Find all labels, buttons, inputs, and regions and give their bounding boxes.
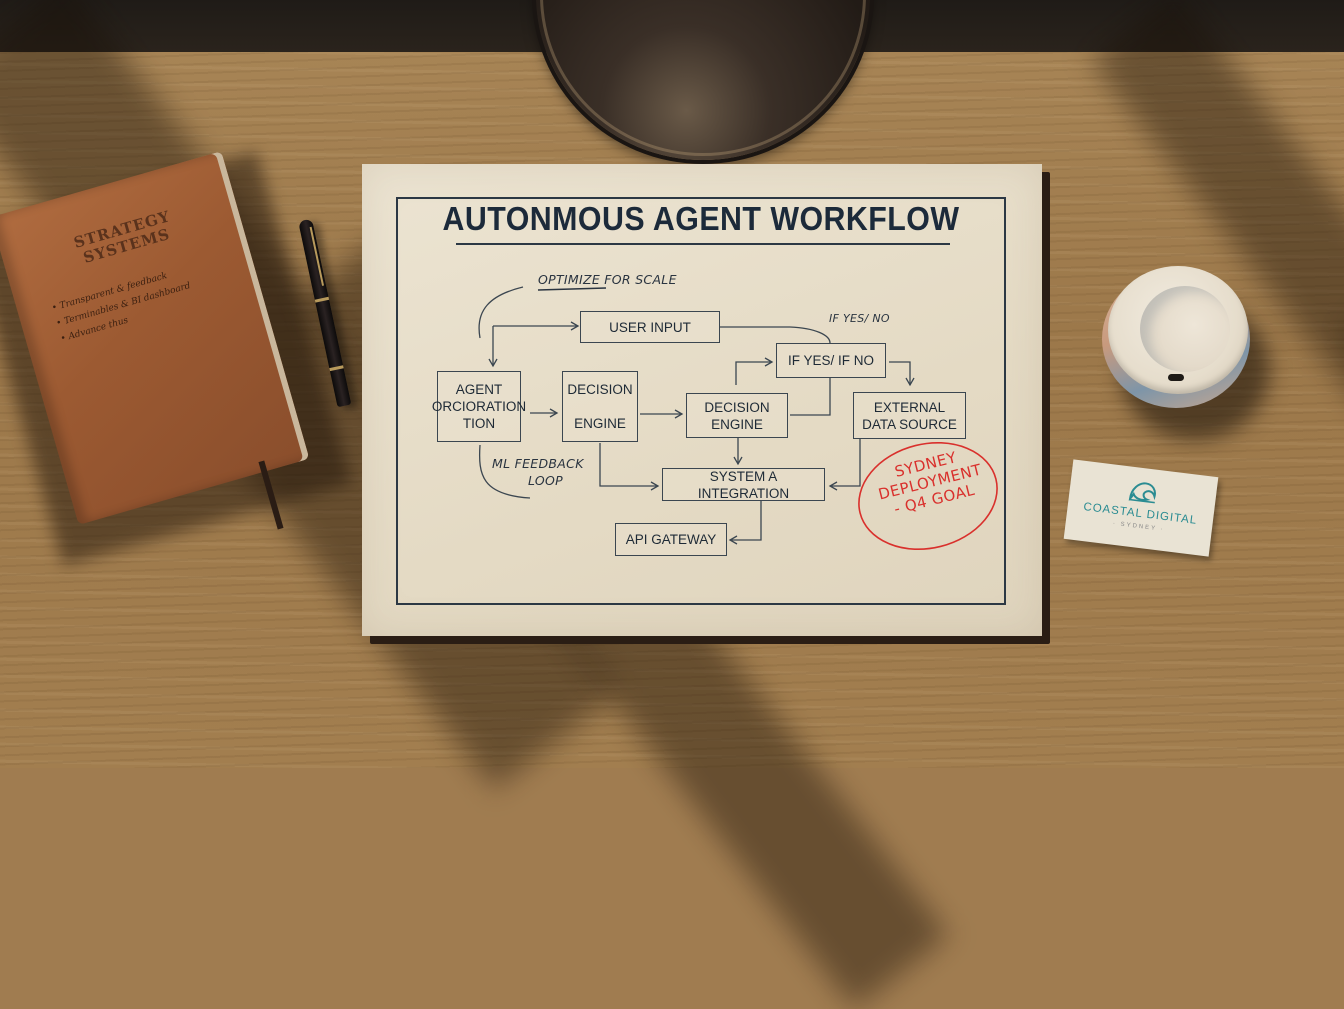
node-label-line: AGENT	[455, 382, 503, 397]
node-label-line: DECISION	[704, 399, 770, 415]
node-user-input: USER INPUT	[580, 311, 720, 343]
annotation-if-yes-no: IF YES/ NO	[829, 312, 890, 325]
node-label: USER INPUT	[609, 319, 691, 335]
annotation-optimize: OPTIMIZE	[538, 272, 601, 287]
node-decision-engine-1: DECISION ENGINE	[562, 371, 638, 442]
node-label-line: EXTERNAL	[873, 399, 946, 415]
node-external-data-source: EXTERNAL DATA SOURCE	[853, 392, 966, 439]
node-label: API GATEWAY	[625, 532, 717, 547]
node-label-line: ENGINE	[711, 416, 763, 432]
node-agent-orchestration: AGENT ORCIORATION TION	[432, 371, 526, 442]
node-if-yes-if-no: IF YES/ IF NO	[776, 343, 886, 378]
workflow-poster	[362, 164, 1042, 636]
node-label-line: ORCIORATION	[431, 399, 527, 414]
diagram-connectors	[478, 286, 998, 551]
node-decision-engine-2: DECISION ENGINE	[686, 393, 788, 438]
node-label: IF YES/ IF NO	[787, 353, 875, 368]
poster-border	[396, 197, 1006, 605]
poster-title: AUTONMOUS AGENT WORKFLOW	[442, 200, 960, 237]
wave-logo-icon	[1128, 482, 1156, 504]
business-card[interactable]: COASTAL DIGITAL · SYDNEY ·	[1063, 459, 1219, 557]
annotation-optimize-for-scale: OPTIMIZE FOR SCALE	[538, 272, 677, 287]
node-api-gateway: API GATEWAY	[615, 523, 727, 556]
node-label-line: ENGINE	[574, 415, 626, 431]
title-underline	[456, 243, 950, 245]
annotation-for-scale: FOR SCALE	[600, 272, 677, 287]
annotation-ml-feedback: ML FEEDBACK	[492, 456, 584, 471]
node-label-line: DECISION	[567, 381, 633, 397]
node-label: SYSTEM A INTEGRATION	[697, 468, 790, 501]
node-label-line: TION	[462, 416, 496, 431]
node-system-a-integration: SYSTEM A INTEGRATION	[662, 468, 825, 501]
annotation-loop: LOOP	[528, 473, 563, 488]
node-label-line: DATA SOURCE	[862, 416, 957, 432]
coffee-cup-sip-hole	[1168, 374, 1184, 381]
coffee-cup-lid-center	[1140, 286, 1230, 372]
